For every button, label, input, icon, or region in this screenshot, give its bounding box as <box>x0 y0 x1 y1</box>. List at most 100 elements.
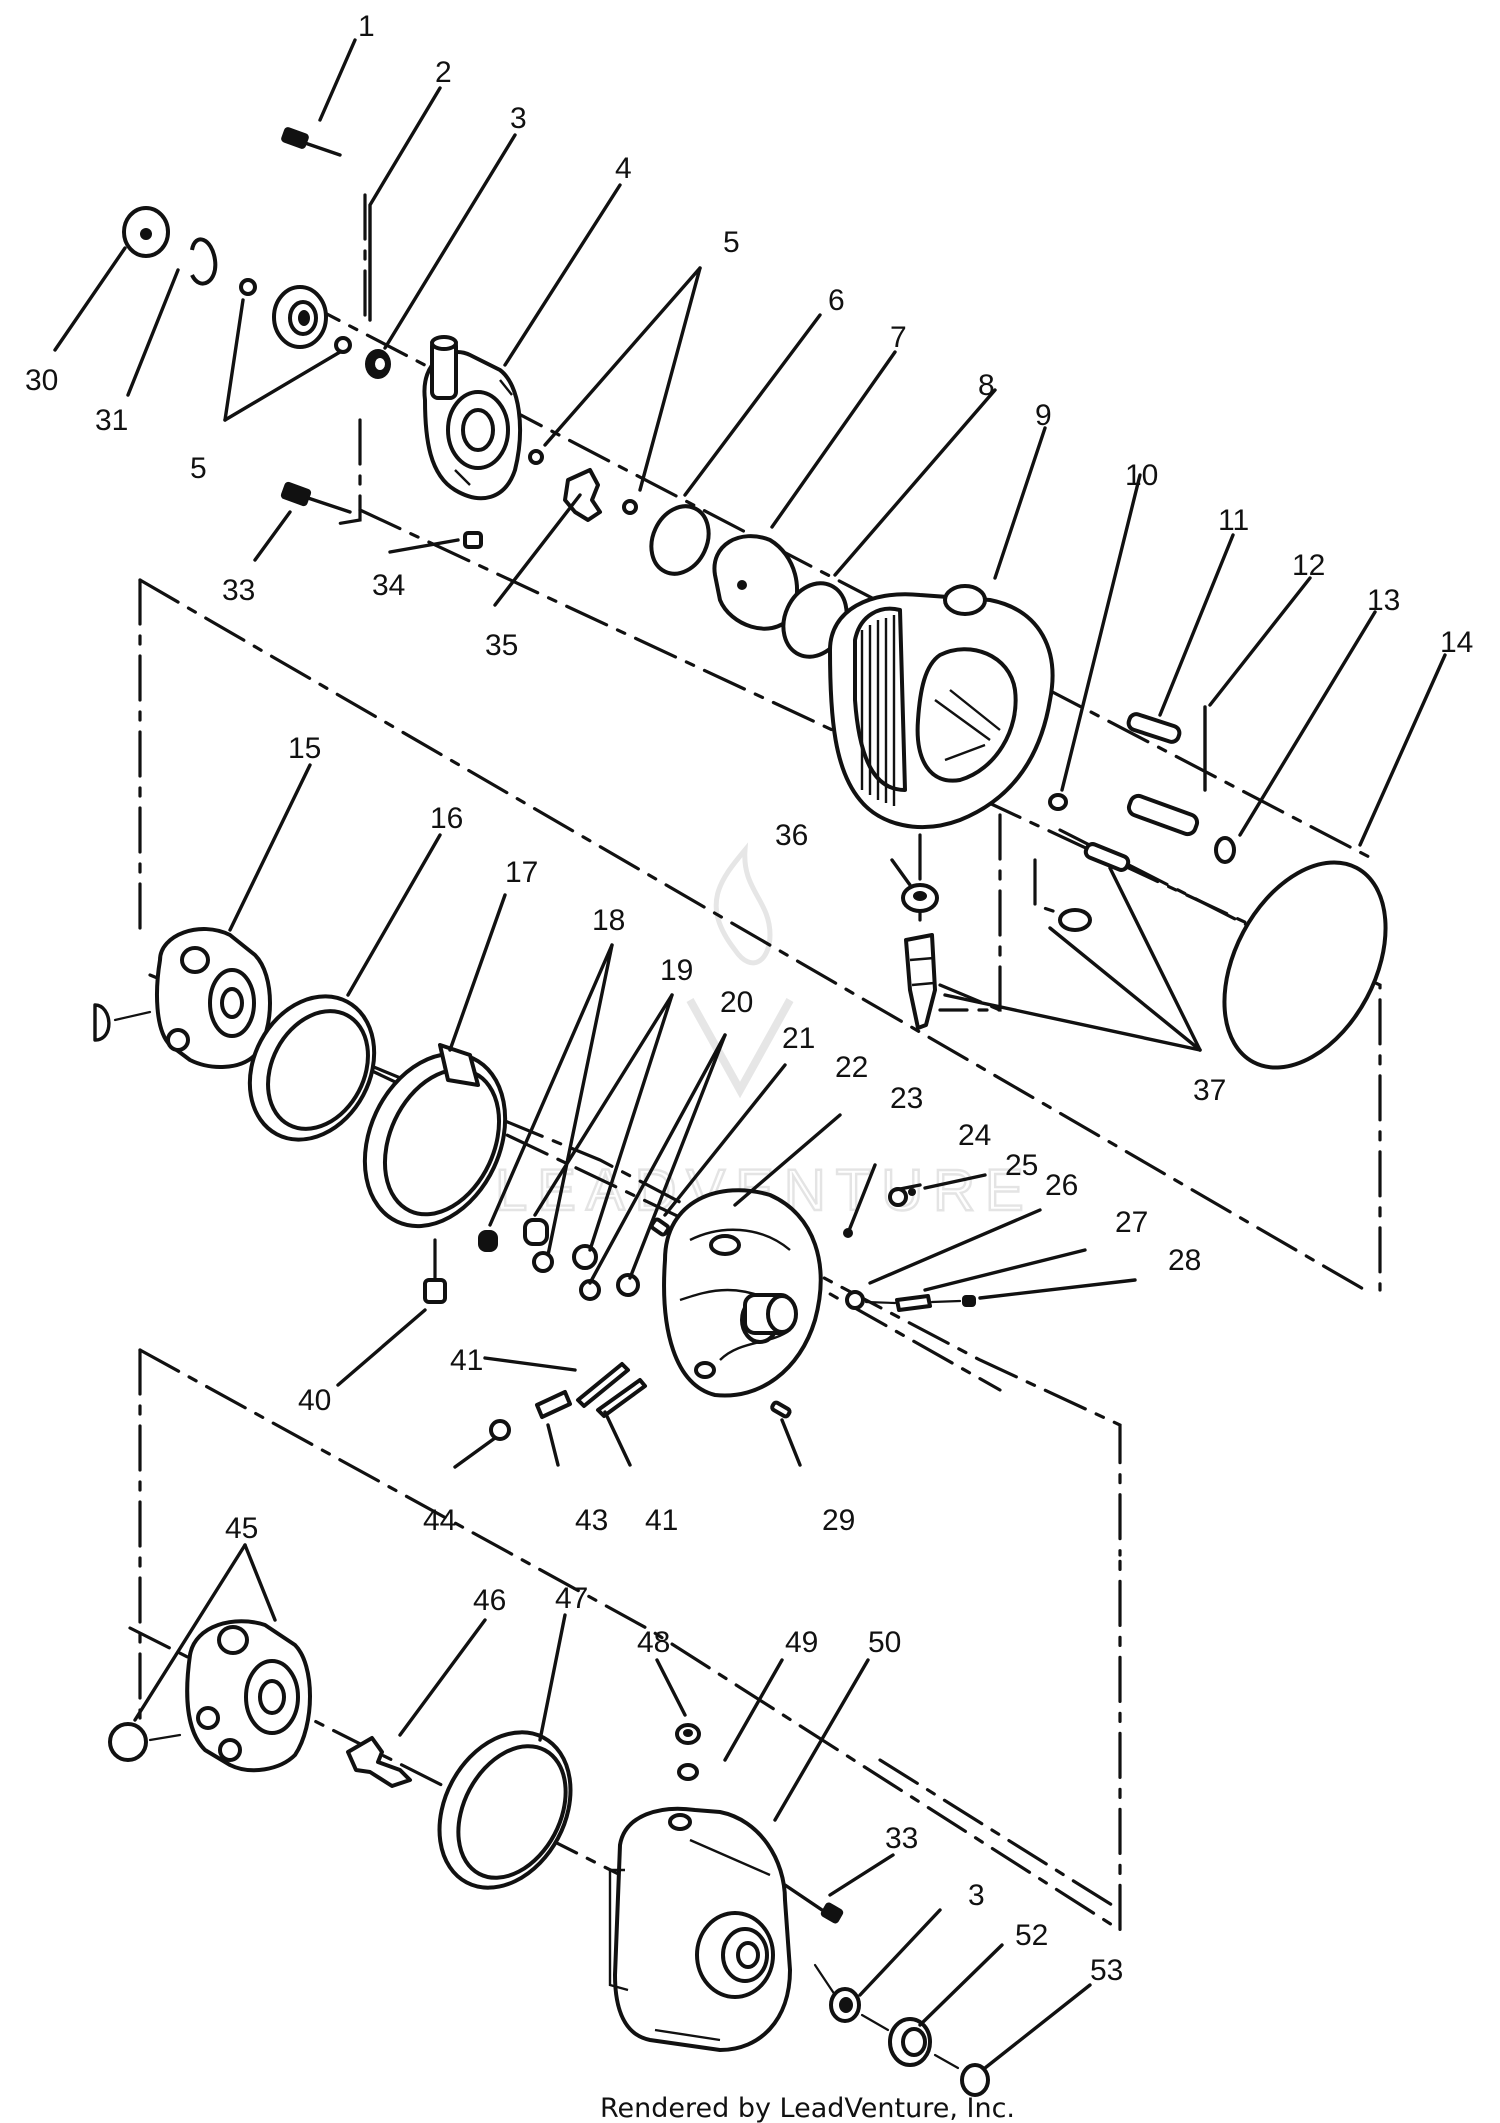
top-pump-assembly <box>122 127 1388 1070</box>
callout-24: 24 <box>958 1119 991 1152</box>
pin-part-5c <box>528 449 544 465</box>
callout-7: 7 <box>890 321 907 354</box>
end-cap-part-4 <box>422 335 522 501</box>
callout-43: 43 <box>575 1504 608 1537</box>
callout-45: 45 <box>225 1512 258 1545</box>
block-part-15 <box>155 927 272 1069</box>
callout-3: 3 <box>510 102 527 135</box>
snap-ring-part-53 <box>960 2063 990 2097</box>
o-ring-part-10 <box>1048 793 1068 811</box>
callout-31: 31 <box>95 404 128 437</box>
callout-30: 30 <box>25 364 58 397</box>
fitting-part-40 <box>423 1278 447 1304</box>
callout-12: 12 <box>1292 549 1325 582</box>
footer-credit: Rendered by LeadVenture, Inc. <box>600 2093 1015 2123</box>
callout-18: 18 <box>592 904 625 937</box>
callout-3: 3 <box>968 1879 985 1912</box>
snap-ring-part-31 <box>190 237 218 286</box>
ball-part-25 <box>908 1188 916 1196</box>
spring-part-27 <box>895 1294 932 1312</box>
callout-26: 26 <box>1045 1169 1078 1202</box>
callout-10: 10 <box>1125 459 1158 492</box>
bolt-part-1 <box>281 127 342 157</box>
o-ring-part-45 <box>108 1722 148 1762</box>
callout-5: 5 <box>723 226 740 259</box>
callout-50: 50 <box>868 1626 901 1659</box>
spring-part-43 <box>535 1390 572 1419</box>
ball-part-24 <box>888 1187 908 1207</box>
bottom-pump-assembly <box>108 1619 990 2097</box>
ring-part-16 <box>247 994 377 1142</box>
callout-19: 19 <box>660 954 693 987</box>
coupler-part-46 <box>346 1736 412 1788</box>
check-ball-part-18a <box>478 1230 498 1252</box>
callout-13: 13 <box>1367 584 1400 617</box>
callout-36: 36 <box>775 819 808 852</box>
callout-48: 48 <box>637 1626 670 1659</box>
callout-53: 53 <box>1090 1954 1123 1987</box>
shaft-part-13 <box>1126 793 1236 864</box>
bearing-part-52 <box>888 2017 932 2067</box>
plug-part-28 <box>962 1295 976 1307</box>
callout-40: 40 <box>298 1384 331 1417</box>
callout-52: 52 <box>1015 1919 1048 1952</box>
spring-part-18b <box>532 1251 554 1273</box>
ring-part-47 <box>437 1730 573 1890</box>
washer-part-30 <box>122 206 170 258</box>
callout-33: 33 <box>885 1822 918 1855</box>
callout-9: 9 <box>1035 399 1052 432</box>
pin-part-23 <box>843 1228 853 1238</box>
spring-part-41a <box>576 1362 630 1408</box>
pin-part-37a <box>1083 842 1131 872</box>
washer-part-49 <box>677 1763 699 1781</box>
center-section-part-22 <box>662 1188 823 1398</box>
bolt-part-33b <box>783 1883 844 1924</box>
callout-35: 35 <box>485 629 518 662</box>
washer-part-36 <box>901 883 939 913</box>
check-ball-part-19a <box>523 1218 549 1246</box>
housing-part-9 <box>828 584 1055 829</box>
plate-part-7 <box>712 534 800 631</box>
plug-d-part <box>93 1003 111 1042</box>
spring-part-41b <box>596 1378 647 1418</box>
callout-28: 28 <box>1168 1244 1201 1277</box>
callout-33: 33 <box>222 574 255 607</box>
o-ring-part-5b <box>334 336 352 354</box>
callout-6: 6 <box>828 284 845 317</box>
o-ring-part-14 <box>1222 860 1388 1070</box>
callout-14: 14 <box>1440 626 1473 659</box>
ball-part-44 <box>489 1419 511 1441</box>
bearing-part-2 <box>272 285 328 349</box>
washer-part-26 <box>845 1290 865 1310</box>
end-housing-part-50 <box>608 1806 792 2052</box>
callout-41: 41 <box>450 1344 483 1377</box>
cap-part-48 <box>675 1723 701 1745</box>
callout-20: 20 <box>720 986 753 1019</box>
seal-part-3b <box>829 1987 861 2023</box>
callout-5: 5 <box>190 452 207 485</box>
plug-part-20b <box>616 1273 640 1297</box>
seal-part-3 <box>365 349 391 379</box>
callout-15: 15 <box>288 732 321 765</box>
pin-part-5d <box>622 499 638 515</box>
callout-2: 2 <box>435 56 452 89</box>
pin-part-11 <box>1126 712 1182 744</box>
bolt-part-33a <box>280 481 352 514</box>
o-ring-part-37 <box>1058 908 1092 932</box>
callout-8: 8 <box>978 369 995 402</box>
callout-1: 1 <box>358 10 375 43</box>
plug-part-34 <box>463 531 483 549</box>
coupler-part-35 <box>563 468 602 522</box>
callout-37: 37 <box>1193 1074 1226 1107</box>
callout-27: 27 <box>1115 1206 1148 1239</box>
band-part-17 <box>362 1043 508 1229</box>
callout-22: 22 <box>835 1051 868 1084</box>
callout-16: 16 <box>430 802 463 835</box>
o-ring-part-5a <box>239 278 257 296</box>
pin-part-29 <box>770 1400 792 1419</box>
callout-34: 34 <box>372 569 405 602</box>
callout-23: 23 <box>890 1082 923 1115</box>
middle-valve-assembly <box>93 927 976 1441</box>
valve-part-37b <box>904 933 937 1030</box>
o-ring-part-6 <box>649 504 711 576</box>
